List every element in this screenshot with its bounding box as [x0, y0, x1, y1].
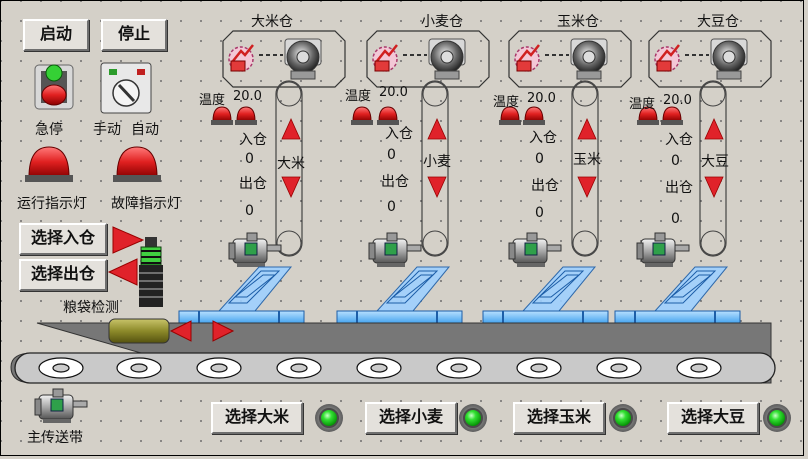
main-conveyor-label: 主传送带 [27, 430, 83, 446]
in-count: 0 [245, 151, 254, 167]
mode-manual-label: 手动 [93, 122, 121, 138]
temp-value: 20.0 [663, 93, 692, 108]
motor-icon [228, 232, 282, 268]
fault-light-label: 故障指示灯 [111, 196, 181, 212]
temp-label: 温度 [629, 97, 656, 112]
select-rice-button[interactable]: 选择大米 [211, 402, 303, 434]
main-conveyor-belt [10, 322, 776, 384]
in-count: 0 [535, 151, 544, 167]
in-label: 入仓 [385, 126, 413, 142]
select-in-button[interactable]: 选择入仓 [19, 223, 107, 255]
run-light-label: 运行指示灯 [17, 196, 87, 212]
out-count: 0 [387, 199, 396, 215]
grain-bag-icon [108, 318, 170, 344]
right-arrow-icon [212, 320, 235, 342]
down-arrow-icon [577, 176, 597, 198]
silo-top-corn [507, 29, 633, 89]
out-label: 出仓 [239, 176, 267, 192]
silo-top-soybean [647, 29, 773, 89]
temp-label: 温度 [345, 89, 372, 104]
corn-indicator-lamp [613, 408, 633, 428]
in-label: 入仓 [529, 130, 557, 146]
mode-auto-label: 自动 [131, 122, 159, 138]
in-count: 0 [671, 153, 680, 169]
bag-detect-label: 粮袋检测 [63, 300, 119, 316]
motor-icon [636, 232, 690, 268]
motor-icon [508, 232, 562, 268]
up-arrow-icon [427, 118, 447, 140]
grain-label: 大豆 [701, 154, 729, 170]
silo-name-corn: 玉米仓 [557, 14, 599, 30]
up-arrow-icon [281, 118, 301, 140]
silo-name-wheat: 小麦仓 [421, 14, 463, 30]
select-out-button[interactable]: 选择出仓 [19, 259, 107, 291]
down-arrow-icon [427, 176, 447, 198]
soybean-indicator-lamp [767, 408, 787, 428]
sensor-icon [139, 237, 163, 307]
left-arrow-icon [169, 320, 192, 342]
out-count: 0 [535, 205, 544, 221]
temp-label: 温度 [493, 95, 520, 110]
in-label: 入仓 [665, 132, 693, 148]
out-count: 0 [671, 211, 680, 227]
silo-top-wheat [365, 29, 491, 89]
silo-name-rice: 大米仓 [251, 14, 293, 30]
down-arrow-icon [281, 176, 301, 198]
temp-label: 温度 [199, 93, 226, 108]
up-arrow-icon [704, 118, 724, 140]
silo-name-soybean: 大豆仓 [697, 14, 739, 30]
in-label: 入仓 [239, 132, 267, 148]
down-arrow-icon [704, 176, 724, 198]
select-corn-button[interactable]: 选择玉米 [513, 402, 605, 434]
out-arrow-icon [107, 258, 138, 286]
temp-value: 20.0 [379, 85, 408, 100]
in-arrow-icon [112, 226, 145, 254]
estop-label: 急停 [35, 122, 63, 138]
out-label: 出仓 [665, 180, 693, 196]
out-count: 0 [245, 203, 254, 219]
mode-switch-icon [100, 62, 152, 114]
out-label: 出仓 [381, 174, 409, 190]
motor-icon [368, 232, 422, 268]
start-button[interactable]: 启动 [23, 19, 89, 51]
grain-label: 小麦 [423, 154, 451, 170]
silo-top-rice [221, 29, 347, 89]
grain-label: 大米 [277, 156, 305, 172]
grain-label: 玉米 [573, 152, 601, 168]
main-motor-icon [34, 388, 88, 424]
rice-indicator-lamp [319, 408, 339, 428]
stop-button[interactable]: 停止 [101, 19, 167, 51]
temp-value: 20.0 [527, 91, 556, 106]
emergency-stop-icon [34, 64, 74, 110]
in-count: 0 [387, 147, 396, 163]
select-wheat-button[interactable]: 选择小麦 [365, 402, 457, 434]
out-label: 出仓 [531, 178, 559, 194]
up-arrow-icon [577, 118, 597, 140]
temp-value: 20.0 [233, 89, 262, 104]
fault-indicator-light [113, 146, 161, 182]
select-soybean-button[interactable]: 选择大豆 [667, 402, 759, 434]
wheat-indicator-lamp [463, 408, 483, 428]
run-indicator-light [25, 146, 73, 182]
